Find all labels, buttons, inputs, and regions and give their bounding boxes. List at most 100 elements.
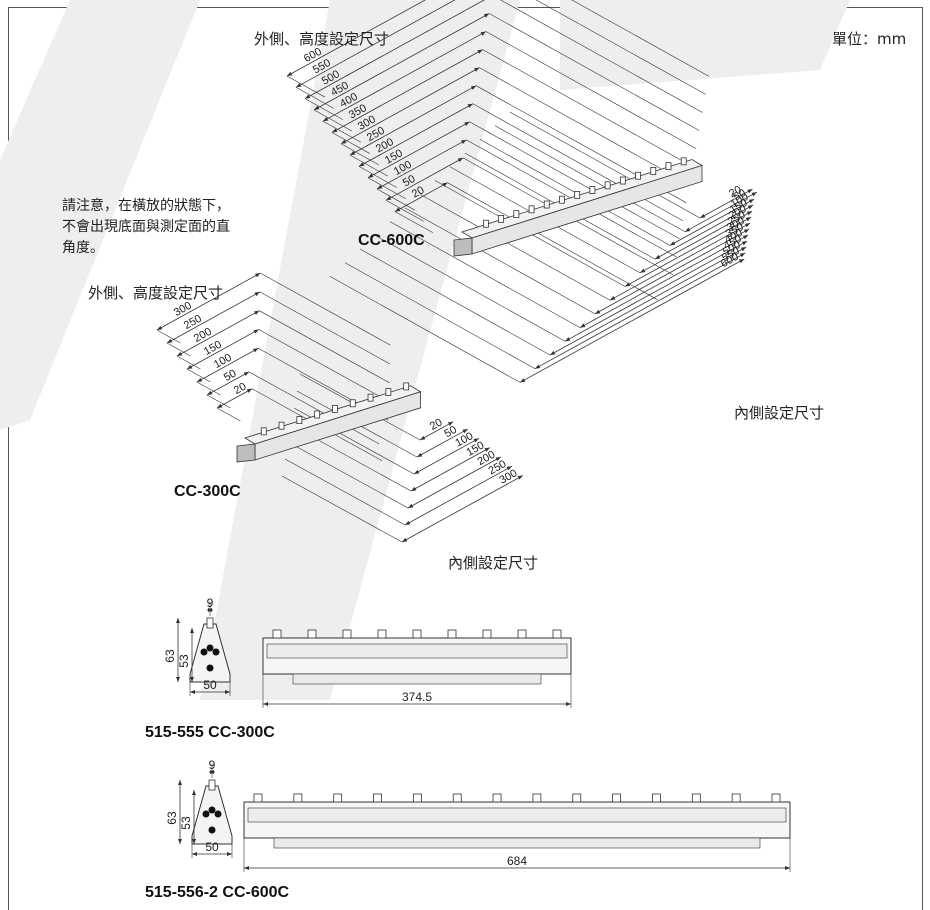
cc600-extension-line: [329, 276, 521, 383]
cc300-extension-line: [166, 342, 191, 357]
cc600-inside-arrow: [670, 241, 676, 246]
cc600-inside-arrow: [743, 229, 750, 234]
cc600-outside-dimension-line: [358, 103, 474, 167]
cc300-outside-dimension-line: [166, 291, 261, 344]
cc600-outside-arrow: [442, 182, 448, 187]
cc300-side-pin: [552, 629, 562, 639]
cc600-outside-value: 50: [401, 173, 418, 189]
cc600-outside-arrow: [350, 150, 356, 156]
cc600-extension-line: [344, 262, 536, 369]
cc300-inside-arrow: [417, 452, 423, 457]
cc600-inside-arrow: [739, 253, 746, 258]
cc600-inside-title: 內側設定尺寸: [734, 404, 825, 422]
cc300-inside-value: 20: [428, 416, 445, 432]
cc600-gauge-pin: [543, 200, 550, 209]
cc300-base-dim-arrow: [225, 690, 230, 694]
cc300-drawing-caption: 515-555 CC-300C: [145, 724, 275, 741]
cc600-gauge-pin: [498, 215, 505, 223]
cc300-scale-strip: [266, 643, 568, 659]
cc300-height-body-dim-value: 53: [177, 654, 191, 668]
cc300-outside-arrow: [177, 351, 183, 356]
cc600-inside-dimension-line: [579, 234, 749, 328]
cc300-outside-dimension-line: [156, 272, 261, 331]
cc300-gauge-pin: [385, 388, 392, 396]
cc300-inside-dimension-line: [401, 475, 524, 543]
cc600-inside-arrow: [747, 189, 753, 194]
cc600-inside-dimension-line: [594, 228, 750, 315]
cc300-outside-arrow: [246, 388, 253, 393]
cc600-extension-line: [485, 31, 697, 149]
cc600-height-total-dim-arrow: [178, 780, 182, 785]
cc600-extension-line: [509, 111, 701, 219]
cc600-inside-dimension-line: [639, 210, 753, 274]
cc600-side-pin: [293, 793, 303, 803]
cc300-gauge-pin: [367, 393, 374, 402]
cc300-outside-arrow: [252, 348, 259, 353]
cc600-inside-arrow: [745, 217, 752, 222]
cc300-outside-value: 50: [222, 368, 239, 384]
cc300-gauge-pin: [349, 399, 356, 408]
cc300-extension-line: [216, 407, 241, 422]
cc600-end-profile: [191, 785, 233, 845]
cc300-inside-value: 50: [442, 424, 459, 440]
cc600-side-pin: [691, 793, 701, 803]
cc600-scale-strip: [247, 807, 787, 823]
cc600-outside-dimension-line: [331, 49, 483, 133]
cc600-extension-line: [313, 109, 352, 132]
cc600-extension-line: [385, 200, 424, 222]
cc300-outside-arrow: [197, 377, 203, 382]
cc300-outside-arrow: [243, 371, 250, 377]
cc600-extension-line: [535, 0, 706, 95]
cc600-inside-dimension-line: [519, 258, 745, 383]
cc600-inside-dimension-line: [654, 204, 754, 260]
cc600-mounting-hole: [214, 810, 222, 818]
cc600-base-dim-arrow: [192, 852, 197, 856]
cc600-inside-dimension-line: [549, 246, 747, 356]
cc600-length-dim-arrow: [785, 866, 790, 870]
cc600-outside-arrow: [457, 157, 464, 163]
cc600-extension-line: [447, 182, 658, 300]
cc600-gauge-pin: [528, 205, 535, 214]
cc300-inside-arrow: [420, 435, 426, 440]
cc600-inside-dimension-line: [699, 188, 753, 219]
cc300-inside-arrow: [414, 469, 420, 474]
cc600-extension-line: [389, 221, 581, 328]
note-line: 不會出現底面與測定面的直: [62, 219, 230, 235]
cc600-gauge-pin: [589, 186, 596, 195]
cc600-length-dim-value: 684: [507, 854, 527, 868]
cc600-extension-line: [286, 75, 325, 98]
cc300-extension-line: [284, 458, 406, 526]
cc600-outside-dimension-line: [322, 31, 487, 122]
cc600-extension-line: [404, 207, 596, 315]
cc300-inside-dimension-line: [410, 447, 491, 492]
cc600-inside-arrow: [595, 309, 601, 314]
cc300-end-pin: [206, 617, 214, 629]
cc300-width-dim-arrow: [208, 608, 213, 612]
cc600-mounting-hole: [208, 806, 216, 814]
cc300-extension-line: [287, 441, 409, 509]
cc600-side-pin: [771, 793, 781, 803]
cc600-side-pin: [731, 793, 741, 803]
cc300-inside-dimension-line: [413, 437, 480, 475]
cc600-extension-line: [482, 49, 693, 167]
cc600-side-pin: [532, 793, 542, 803]
cc600-inside-arrow: [747, 205, 754, 210]
cc600-side-pin: [452, 793, 462, 803]
cc300-inside-dimension-line: [404, 465, 513, 526]
cc600-inside-dimension-line: [534, 252, 746, 370]
cc300-outside-dimension-line: [216, 388, 253, 409]
cc300-outside-value: 20: [232, 381, 249, 397]
cc300-extension-line: [248, 371, 380, 445]
cc600-gauge-pin: [604, 181, 611, 190]
cc600-side-pin: [373, 793, 382, 803]
cc600-inside-arrow: [740, 247, 747, 252]
cc600-inside-value: 50: [731, 187, 748, 203]
cc600-outside-arrow: [323, 117, 329, 122]
cc600-inside-dimension-line: [624, 216, 752, 287]
cc300-side-pin: [517, 629, 527, 639]
cc600-outside-arrow: [305, 94, 311, 99]
cc600-gauge-pin: [513, 210, 520, 219]
cc600-outside-dimension-line: [349, 85, 477, 156]
cc600-outside-arrow: [341, 139, 347, 144]
